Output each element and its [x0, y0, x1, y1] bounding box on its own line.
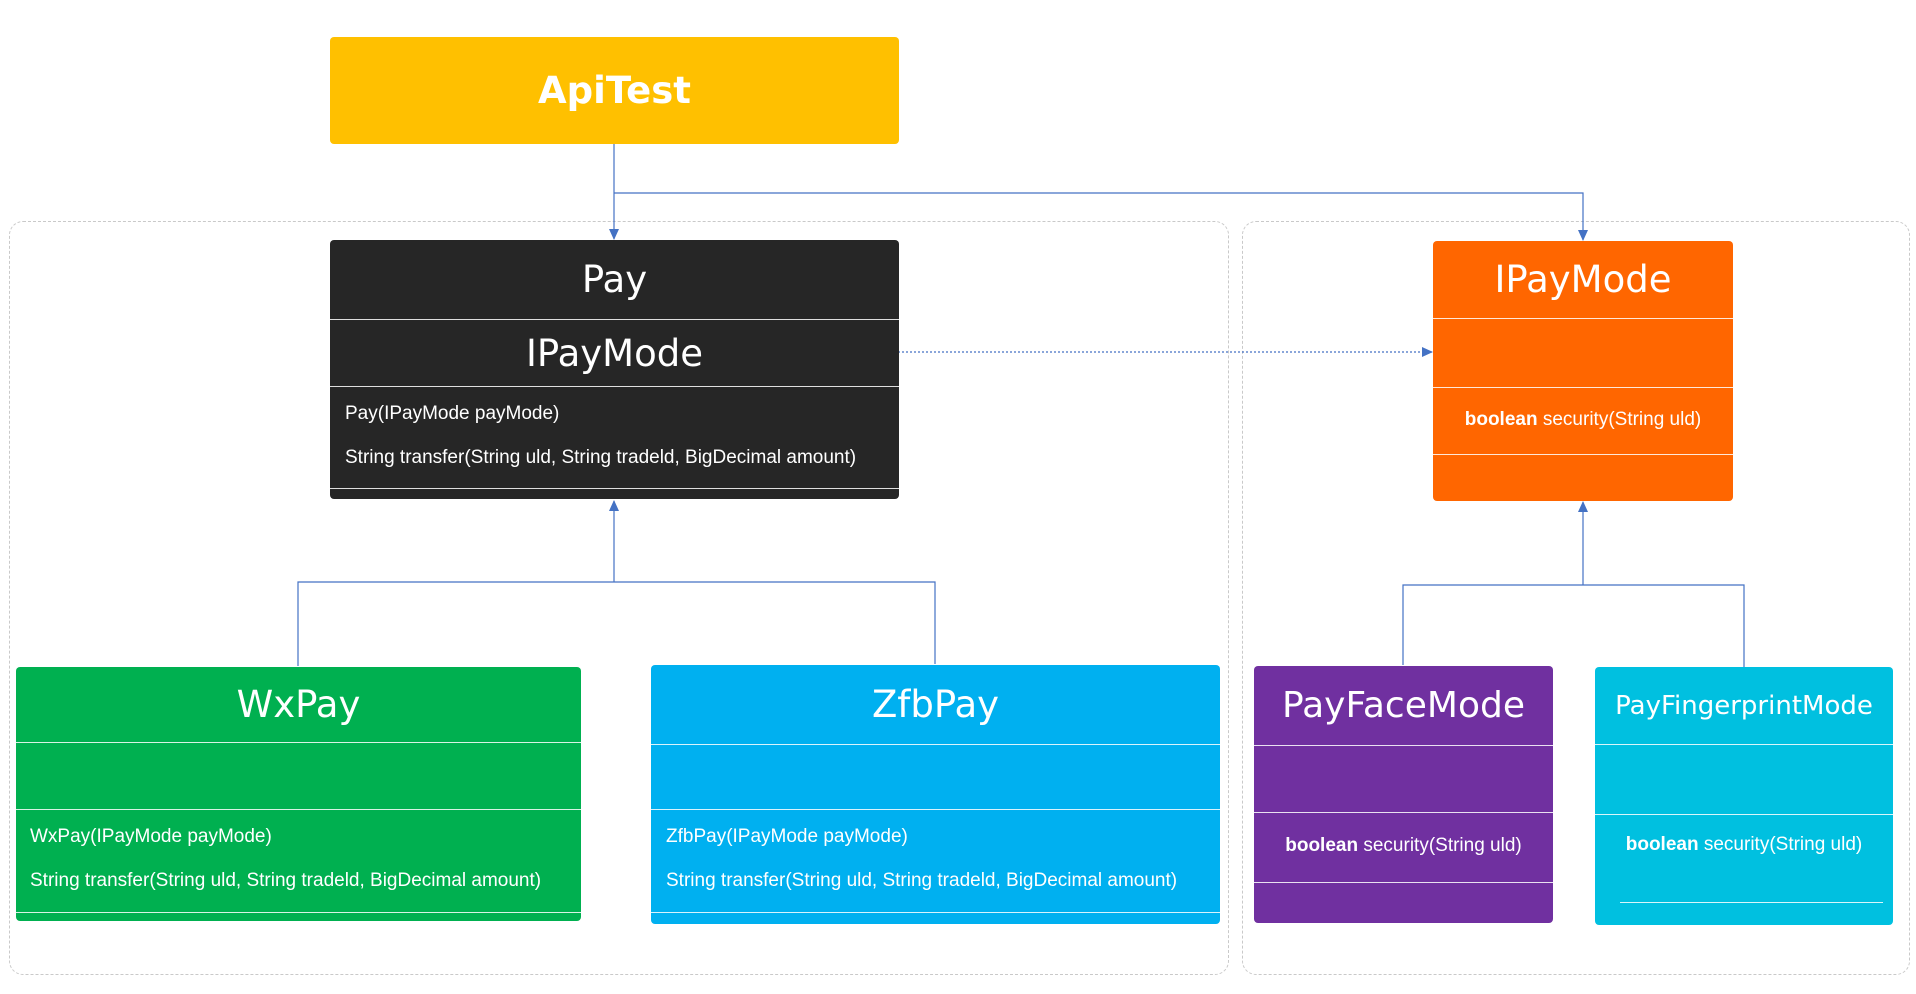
apitest-box: ApiTest [330, 37, 899, 144]
pay-class-title: Pay [581, 258, 648, 301]
ipaymode-methods-section: boolean security(String uld) [1433, 387, 1733, 454]
zfbpay-method: ZfbPay(IPayMode payMode) [666, 826, 908, 847]
wxpay-name-section: WxPay [16, 667, 581, 742]
pay-footer-section [330, 488, 899, 499]
pay-attribute: IPayMode [526, 331, 703, 375]
zfbpay-methods-section: ZfbPay(IPayMode payMode) String transfer… [651, 809, 1220, 912]
zfbpay-footer-section [651, 912, 1220, 924]
payfacemode-class-box: PayFaceMode boolean security(String uld) [1254, 666, 1553, 923]
ipaymode-method: boolean security(String uld) [1464, 409, 1702, 430]
wxpay-methods-section: WxPay(IPayMode payMode) String transfer(… [16, 809, 581, 912]
payfingerprintmode-name-section: PayFingerprintMode [1595, 667, 1893, 744]
wxpay-footer-section [16, 912, 581, 921]
zfbpay-class-box: ZfbPay ZfbPay(IPayMode payMode) String t… [651, 665, 1220, 924]
ipaymode-name-section: IPayMode [1433, 241, 1733, 318]
wxpay-class-box: WxPay WxPay(IPayMode payMode) String tra… [16, 667, 581, 921]
zfbpay-attribute-section [651, 744, 1220, 809]
zfbpay-method: String transfer(String uld, String trade… [666, 870, 1178, 891]
payfingerprintmode-title: PayFingerprintMode [1615, 690, 1873, 721]
connector-payfacemode-ipaymode [1402, 584, 1583, 665]
connector-payfingerprintmode-ipaymode [1583, 584, 1745, 667]
ipaymode-footer-section [1433, 454, 1733, 501]
left-group-frame [9, 221, 1229, 975]
wxpay-attribute-section [16, 742, 581, 809]
pay-class-box: Pay IPayMode Pay(IPayMode payMode) Strin… [330, 240, 899, 499]
payfacemode-methods-section: boolean security(String uld) [1254, 812, 1553, 882]
pay-attribute-section: IPayMode [330, 319, 899, 386]
pay-methods-section: Pay(IPayMode payMode) String transfer(St… [330, 386, 899, 488]
connector-apitest-ipaymode [614, 192, 1588, 241]
ipaymode-title: IPayMode [1494, 258, 1672, 301]
pay-method: String transfer(String uld, String trade… [345, 447, 857, 468]
zfbpay-title: ZfbPay [871, 683, 1000, 726]
wxpay-title: WxPay [236, 683, 361, 726]
payfacemode-footer-section [1254, 882, 1553, 923]
apitest-title: ApiTest [538, 69, 691, 112]
wxpay-method: String transfer(String uld, String trade… [30, 870, 542, 891]
payfingerprintmode-method: boolean security(String uld) [1625, 834, 1863, 855]
connector-wxpay-pay [297, 581, 614, 666]
payfingerprintmode-methods-section: boolean security(String uld) [1595, 814, 1893, 876]
right-group-frame [1242, 221, 1910, 975]
payfingerprintmode-attribute-section [1595, 744, 1893, 814]
connector-zfbpay-pay [614, 581, 936, 664]
ipaymode-interface-box: IPayMode boolean security(String uld) [1433, 241, 1733, 501]
payfacemode-attribute-section [1254, 745, 1553, 812]
pay-method: Pay(IPayMode payMode) [345, 403, 560, 424]
payfingerprintmode-footer-divider [1620, 902, 1883, 903]
pay-name-section: Pay [330, 240, 899, 319]
payfacemode-name-section: PayFaceMode [1254, 666, 1553, 745]
payfingerprintmode-class-box: PayFingerprintMode boolean security(Stri… [1595, 667, 1893, 925]
ipaymode-attribute-section [1433, 318, 1733, 387]
payfacemode-title: PayFaceMode [1282, 685, 1525, 726]
wxpay-method: WxPay(IPayMode payMode) [30, 826, 272, 847]
payfacemode-method: boolean security(String uld) [1285, 835, 1522, 856]
zfbpay-name-section: ZfbPay [651, 665, 1220, 744]
